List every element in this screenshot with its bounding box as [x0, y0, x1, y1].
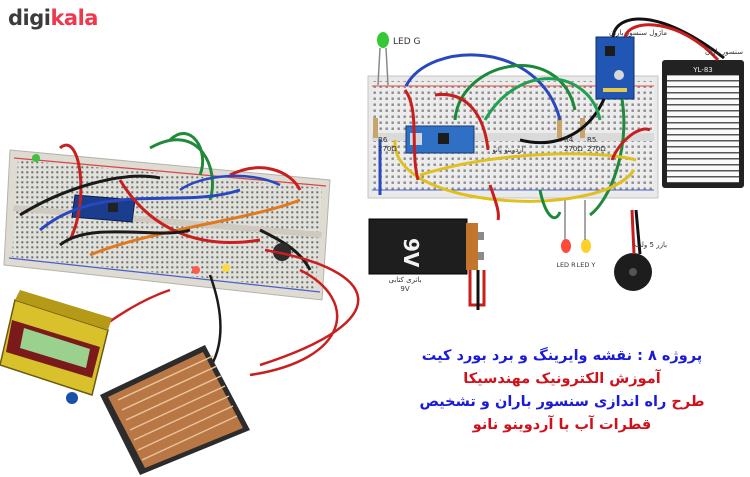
- label-led-green: LED G: [393, 37, 420, 47]
- resistor-r6: [373, 118, 378, 138]
- label-r5: R5: [587, 136, 596, 144]
- arduino-nano: [405, 125, 475, 154]
- resistor-r4: [557, 118, 562, 138]
- label-buzzer: بازر 5 ولت: [635, 241, 667, 249]
- caption-line-3: طرح راه اندازی سنسور باران و تشخیص: [392, 391, 732, 414]
- digikala-logo: digikala: [8, 6, 98, 30]
- label-rain-sensor: سنسور باران: [705, 48, 743, 56]
- label-r5-value: 270Ω: [587, 145, 606, 153]
- caption-line-3-text: راه اندازی سنسور باران و تشخیص: [419, 394, 672, 410]
- label-led-y: LED Y: [577, 261, 596, 269]
- label-arduino: آردوینو نانو: [491, 145, 524, 154]
- label-led-r: LED R: [556, 261, 576, 269]
- label-battery-fa: باتری کتابی: [389, 276, 422, 284]
- label-rain-module: ماژول سنسور باران: [609, 29, 667, 37]
- caption-line-3-highlight: طرح: [671, 394, 705, 410]
- caption-line-1: پروژه ۸ : نقشه وایرینگ و برد بورد کیت: [421, 348, 703, 364]
- battery: 9V: [368, 218, 484, 275]
- label-r4: R4: [564, 136, 574, 144]
- caption-line-4: قطرات آب با آردوینو نانو: [472, 417, 652, 433]
- label-r4-value: 270Ω: [564, 145, 583, 153]
- wires: [378, 17, 725, 310]
- label-battery-v: 9V: [400, 285, 409, 293]
- rain-sensor: [662, 60, 744, 188]
- rain-module: [595, 36, 635, 100]
- label-r6-value: 270Ω: [378, 145, 397, 153]
- led-red: [561, 200, 571, 253]
- label-sensor-code: YL-83: [692, 66, 713, 74]
- caption-line-2: آموزش الکترونیک مهندسیکا: [463, 371, 661, 387]
- rain-sensor-photo: [66, 345, 250, 475]
- label-r6: R6: [378, 136, 388, 144]
- battery-big-label: 9V: [399, 238, 423, 268]
- buzzer: [614, 253, 652, 291]
- breadboard-photo: [3, 132, 360, 387]
- battery-photo: [0, 290, 112, 396]
- led-yellow: [581, 200, 591, 253]
- project-caption: پروژه ۸ : نقشه وایرینگ و برد بورد کیت آم…: [392, 345, 732, 437]
- led-green: [377, 32, 389, 86]
